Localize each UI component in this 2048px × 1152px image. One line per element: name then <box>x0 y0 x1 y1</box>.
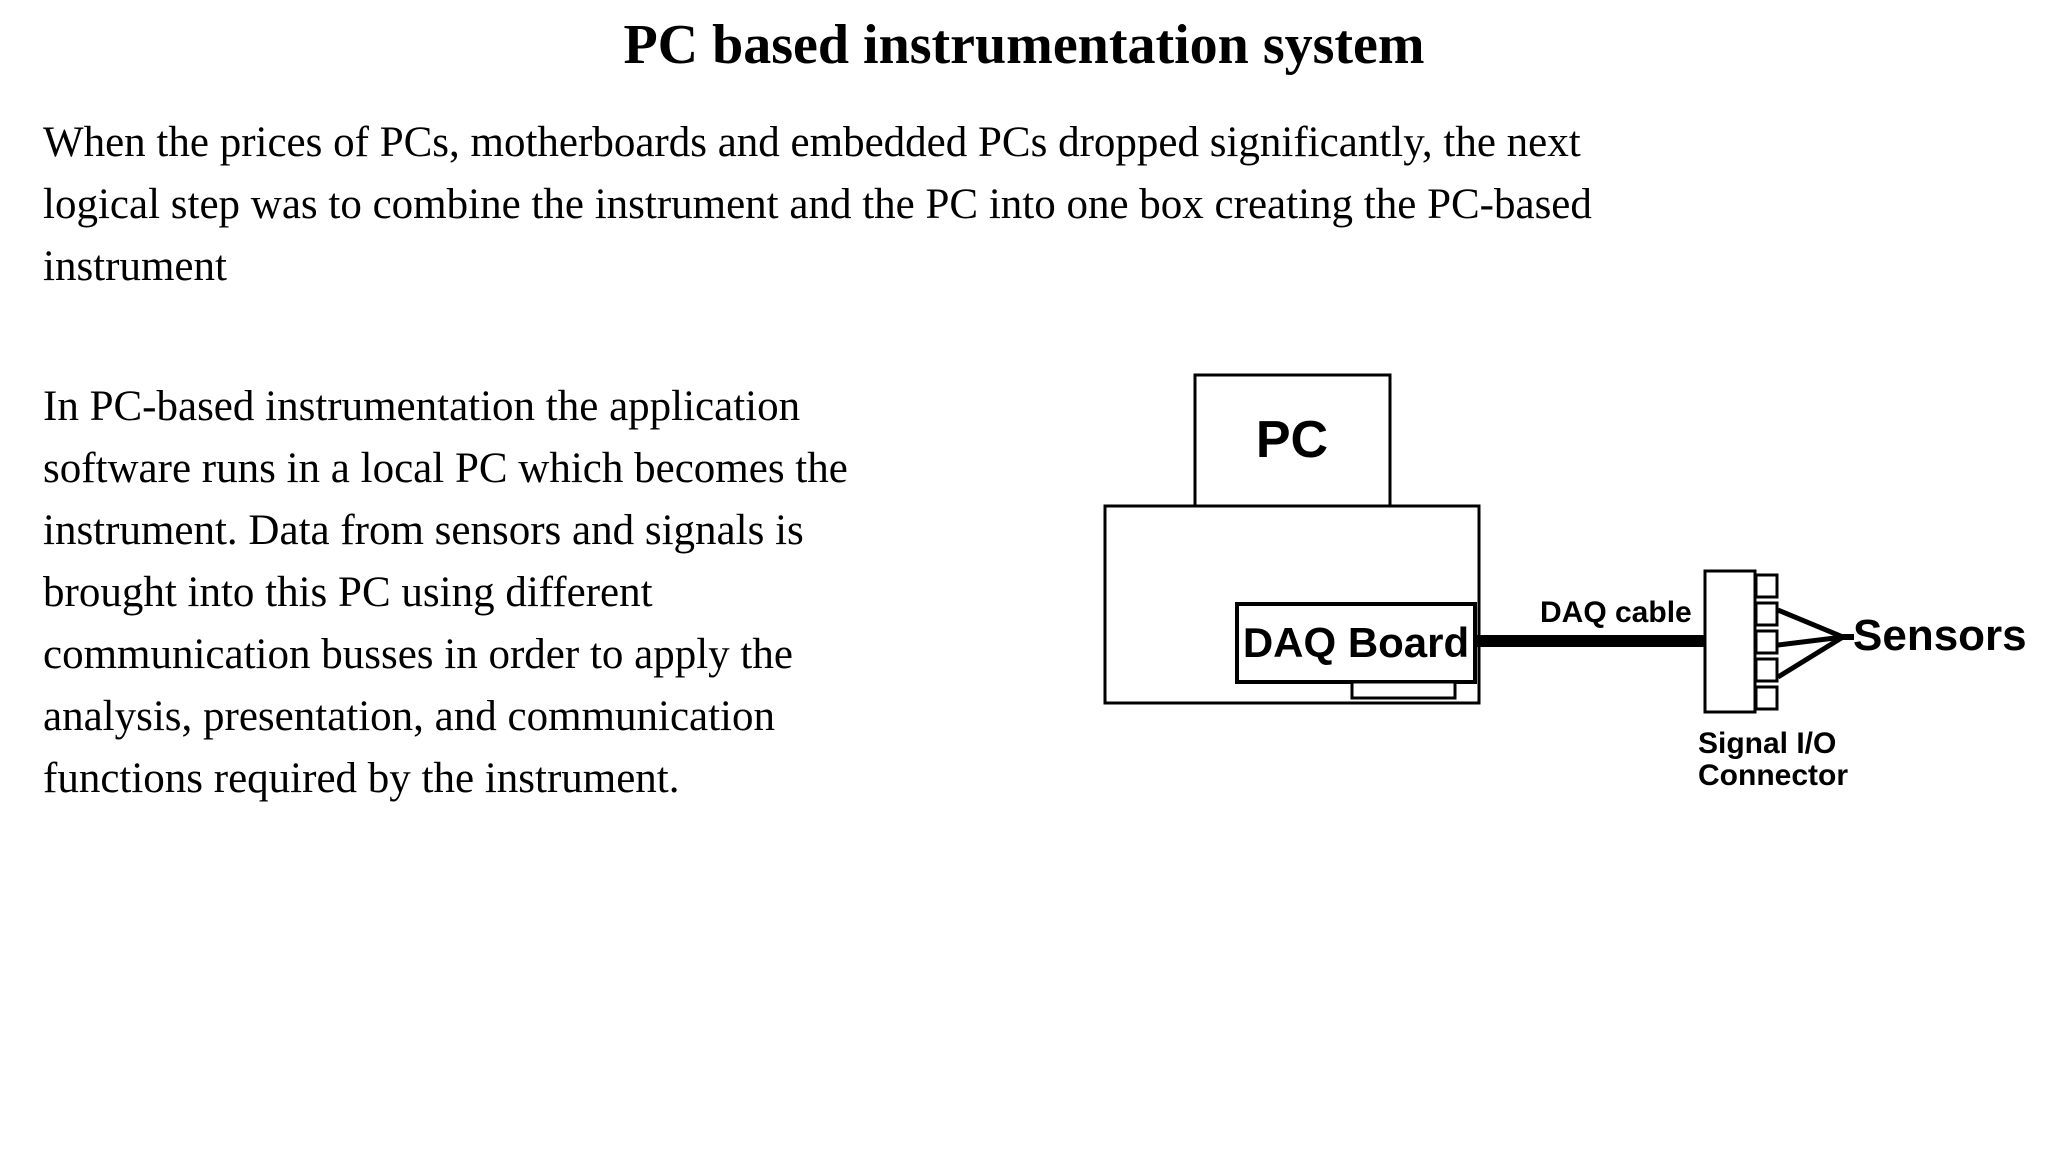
sensor-fan-line <box>1776 634 1845 680</box>
page-title: PC based instrumentation system <box>623 14 1425 76</box>
signal-io-caption-line2: Connector <box>1698 759 1848 792</box>
pc-label: PC <box>1256 411 1328 469</box>
intro-paragraph: When the prices of PCs, motherboards and… <box>43 112 1592 298</box>
connector-pin <box>1754 629 1779 655</box>
daq-board-label: DAQ Board <box>1243 619 1469 666</box>
card-edge-tab <box>1350 680 1457 700</box>
signal-io-connector-box <box>1703 569 1757 714</box>
body-paragraph: In PC-based instrumentation the applicat… <box>43 376 848 810</box>
pc-box <box>1193 373 1392 508</box>
connector-pin <box>1754 573 1779 599</box>
connector-pin <box>1754 685 1779 711</box>
connector-pin <box>1754 601 1779 627</box>
paragraph-line: analysis, presentation, and communicatio… <box>43 693 776 740</box>
pc-instrumentation-diagram: PC DAQ cable DAQ Board Sensors Signal I/… <box>1103 373 2027 792</box>
paragraph-line: brought into this PC using different <box>43 569 653 616</box>
connector-pin <box>1754 657 1779 683</box>
paragraph-line: software runs in a local PC which become… <box>43 445 848 492</box>
paragraph-line: When the prices of PCs, motherboards and… <box>43 119 1581 166</box>
daq-cable-line <box>1473 635 1705 647</box>
sensor-fan-line <box>1777 607 1844 640</box>
paragraph-line: logical step was to combine the instrume… <box>43 181 1592 228</box>
paragraph-line: In PC-based instrumentation the applicat… <box>43 383 801 430</box>
paragraph-line: instrument. Data from sensors and signal… <box>43 507 804 554</box>
signal-io-caption-line1: Signal I/O <box>1698 727 1836 760</box>
paragraph-line: communication busses in order to apply t… <box>43 631 793 678</box>
sensor-fan-line <box>1777 634 1844 648</box>
paragraph-line: instrument <box>43 243 227 290</box>
daq-cable-label: DAQ cable <box>1540 596 1692 629</box>
sensors-label: Sensors <box>1853 611 2027 660</box>
paragraph-line: functions required by the instrument. <box>43 755 680 802</box>
